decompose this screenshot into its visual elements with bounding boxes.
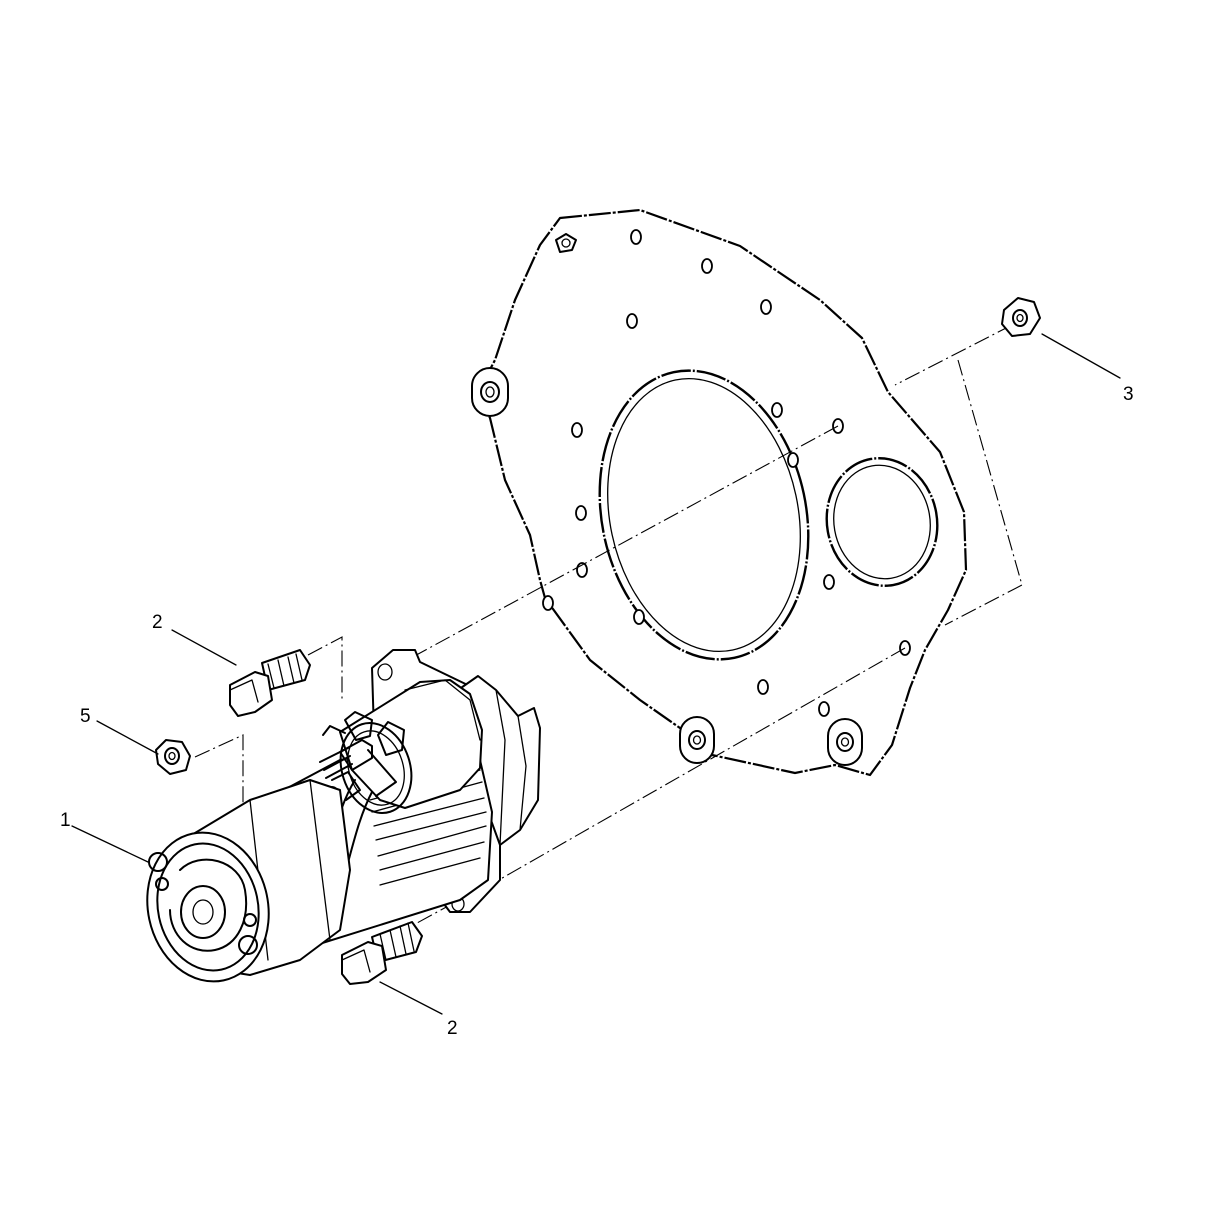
adapter-plate xyxy=(471,208,968,777)
plate-bolt-holes xyxy=(542,229,911,717)
callout-1: 1 xyxy=(60,810,149,863)
callout-3-label: 3 xyxy=(1123,384,1134,405)
callout-5: 5 xyxy=(80,706,159,755)
callout-1-label: 1 xyxy=(60,810,71,831)
bolt-lower xyxy=(341,921,423,985)
callout-5-label: 5 xyxy=(80,706,91,727)
nut-plate xyxy=(1001,297,1041,337)
assembly-lines xyxy=(194,324,1023,936)
nut-terminal xyxy=(155,739,191,775)
callout-3: 3 xyxy=(1041,333,1134,405)
bolt-upper xyxy=(229,649,311,717)
dowel-bosses xyxy=(471,233,863,766)
solenoid-terminals xyxy=(319,711,405,806)
small-bore xyxy=(825,457,939,587)
callout-2-upper-label: 2 xyxy=(152,612,163,633)
callout-2-upper: 2 xyxy=(152,612,237,666)
large-bore xyxy=(598,369,810,661)
callout-2-lower-label: 2 xyxy=(447,1018,458,1039)
callout-2-lower: 2 xyxy=(379,981,458,1039)
starter-motor xyxy=(146,649,541,983)
